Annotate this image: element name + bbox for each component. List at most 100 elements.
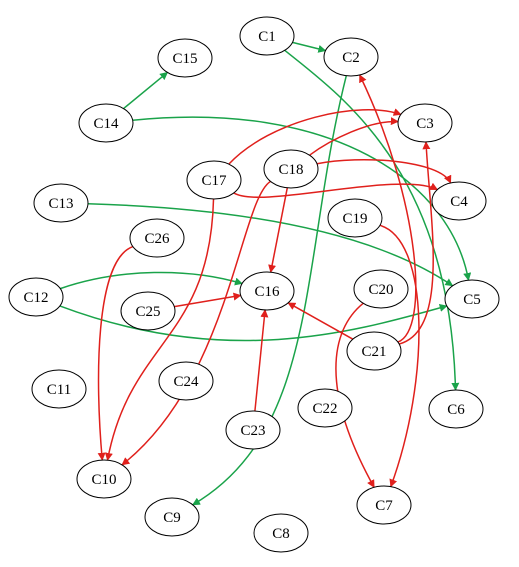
node-label: C26 [144,231,170,247]
edge-c21-to-c16 [287,302,354,340]
node-ellipse [239,16,295,56]
node-c2[interactable]: C2 [323,37,379,77]
node-ellipse [31,369,87,409]
node-label: C15 [172,51,197,67]
node-c15[interactable]: C15 [157,38,213,78]
node-ellipse [78,103,134,143]
node-c16[interactable]: C16 [239,271,295,311]
node-c5[interactable]: C5 [444,279,500,319]
node-ellipse [144,497,200,537]
node-label: C11 [47,382,71,398]
node-c23[interactable]: C23 [225,410,281,450]
node-label: C13 [48,196,73,212]
edge-c1-to-c2 [292,41,327,53]
node-c26[interactable]: C26 [129,218,185,258]
edge-c19-to-c7 [379,224,420,488]
edge-c12-to-c5 [59,304,448,342]
node-ellipse [327,198,383,238]
node-c10[interactable]: C10 [76,459,132,499]
node-label: C16 [254,284,280,300]
node-ellipse [157,38,213,78]
edge-c20-to-c7 [335,302,375,489]
edge-c21-to-c2 [359,74,417,343]
edges-layer [59,41,472,506]
node-label: C18 [278,162,303,178]
node-ellipse [431,181,487,221]
edge-c2-to-c9 [192,75,348,506]
node-ellipse [120,291,176,331]
edge-c14-to-c15 [123,71,169,110]
node-c12[interactable]: C12 [8,277,64,317]
node-label: C20 [368,282,393,298]
node-label: C23 [240,423,265,439]
node-ellipse [428,389,484,429]
edge-c18-to-c16 [268,187,289,273]
node-ellipse [346,331,402,371]
node-ellipse [33,183,89,223]
node-label: C9 [163,510,181,526]
node-c11[interactable]: C11 [31,369,87,409]
edge-c26-to-c10 [97,245,134,461]
edge-c14-to-c5 [132,116,472,281]
node-label: C2 [342,50,360,66]
node-ellipse [323,37,379,77]
node-c7[interactable]: C7 [356,485,412,525]
node-c21[interactable]: C21 [346,331,402,371]
edge-c17-to-c10 [104,198,215,461]
node-label: C19 [342,211,367,227]
node-label: C8 [272,526,290,542]
edge-c17-to-c3 [228,108,402,165]
edge-c25-to-c16 [174,292,242,308]
node-c17[interactable]: C17 [186,160,242,200]
node-c9[interactable]: C9 [144,497,200,537]
node-label: C10 [91,472,116,488]
node-label: C24 [173,374,199,390]
node-c3[interactable]: C3 [397,103,453,143]
node-c18[interactable]: C18 [263,149,319,189]
node-c6[interactable]: C6 [428,389,484,429]
node-c4[interactable]: C4 [431,181,487,221]
edge-c17-to-c4 [233,182,439,198]
edge-c13-to-c5 [87,203,454,287]
node-ellipse [297,388,353,428]
node-label: C14 [93,116,119,132]
node-label: C25 [135,304,160,320]
node-ellipse [225,410,281,450]
node-c1[interactable]: C1 [239,16,295,56]
node-c19[interactable]: C19 [327,198,383,238]
node-label: C22 [312,401,337,417]
nodes-layer: C1C2C3C4C5C6C7C8C9C10C11C12C13C14C15C16C… [8,16,500,553]
node-ellipse [239,271,295,311]
node-ellipse [263,149,319,189]
node-ellipse [353,269,409,309]
node-label: C4 [450,194,468,210]
node-ellipse [397,103,453,143]
node-label: C3 [416,116,434,132]
node-c8[interactable]: C8 [253,513,309,553]
node-ellipse [8,277,64,317]
node-ellipse [444,279,500,319]
node-label: C5 [463,292,481,308]
node-label: C7 [375,498,393,514]
edge-c1-to-c6 [284,49,460,391]
node-ellipse [129,218,185,258]
node-ellipse [356,485,412,525]
node-ellipse [76,459,132,499]
node-c13[interactable]: C13 [33,183,89,223]
edge-c18-to-c4 [316,158,452,184]
edge-c21-to-c3 [398,141,434,345]
node-c24[interactable]: C24 [158,361,214,401]
node-c14[interactable]: C14 [78,103,134,143]
node-label: C6 [447,402,465,418]
node-c25[interactable]: C25 [120,291,176,331]
edge-c12-to-c16 [59,271,243,290]
node-label: C1 [258,29,276,45]
node-c20[interactable]: C20 [353,269,409,309]
node-ellipse [253,513,309,553]
node-c22[interactable]: C22 [297,388,353,428]
node-label: C21 [361,344,386,360]
edge-c23-to-c16 [254,309,269,412]
node-ellipse [186,160,242,200]
node-label: C12 [23,290,48,306]
